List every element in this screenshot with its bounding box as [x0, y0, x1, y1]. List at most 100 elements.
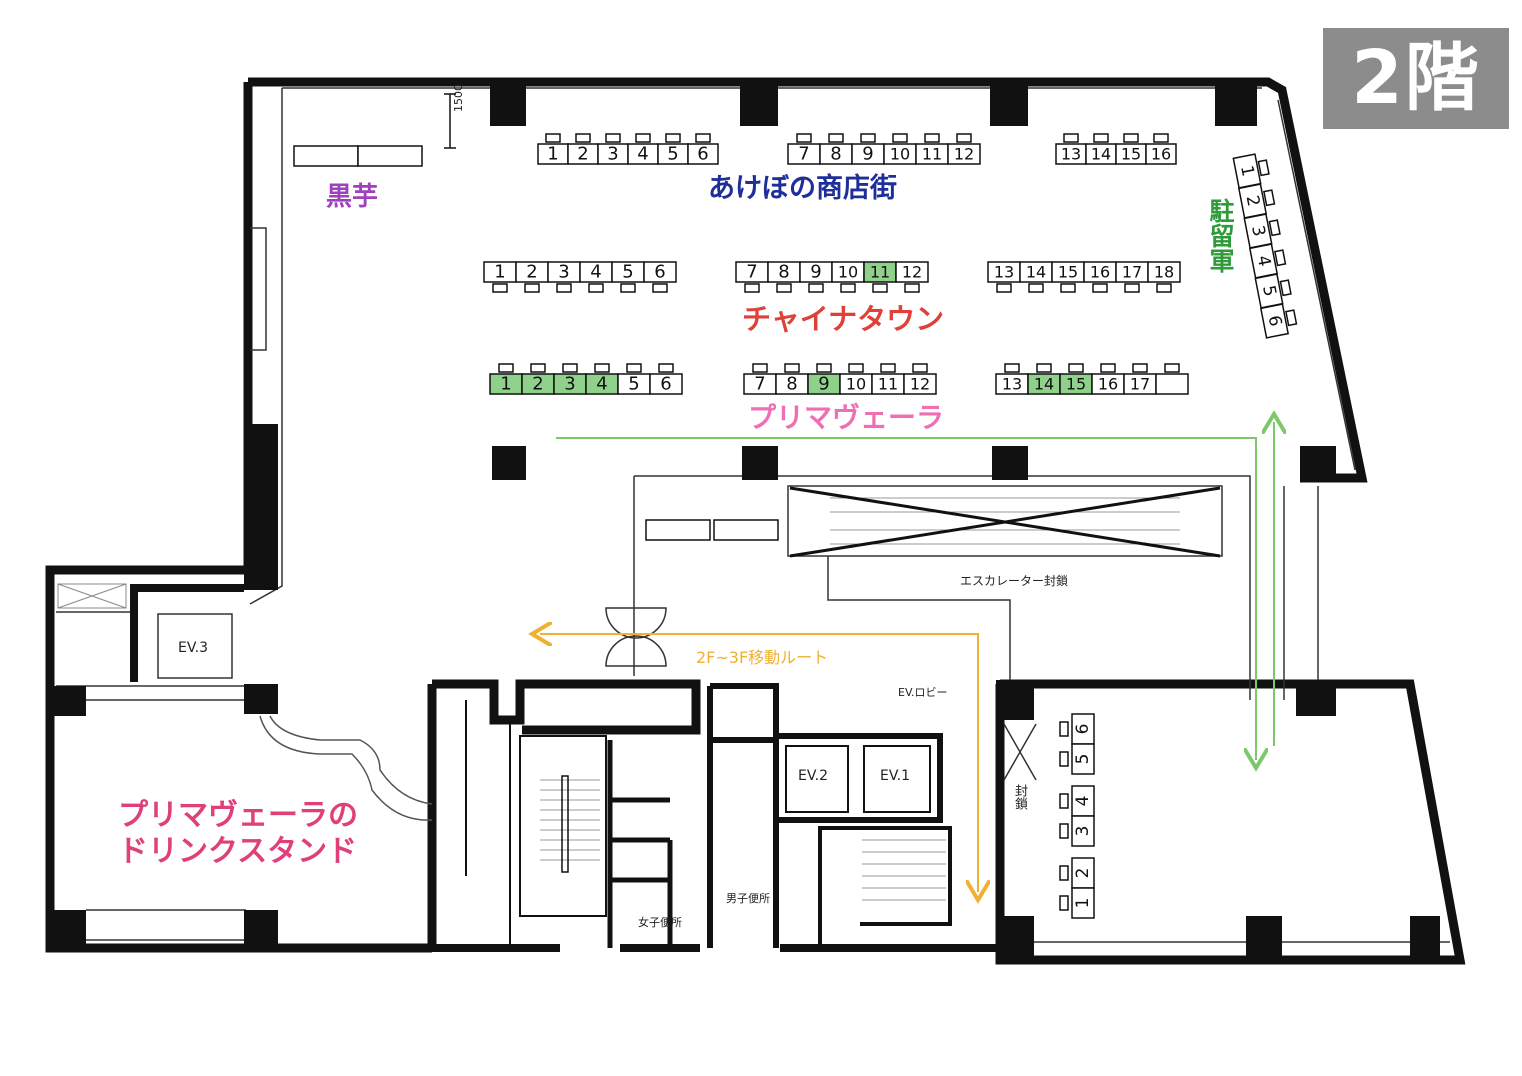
route-2f3f-arrow [540, 634, 979, 890]
chair-top-a-0 [545, 133, 561, 143]
chair-low-b-5 [912, 363, 928, 373]
chair-top-c-3 [1153, 133, 1169, 143]
booth-number: 3 [1073, 826, 1093, 837]
svg-text:6: 6 [1264, 314, 1286, 328]
chair-low-a-4 [626, 363, 642, 373]
zone-churyugun-label: 駐留軍 [1206, 198, 1236, 274]
booth-number: 6 [1073, 724, 1093, 735]
chair-mid-c-5 [1156, 283, 1172, 293]
booth-number: 7 [754, 374, 765, 395]
booth-mid-a-6 [643, 261, 677, 283]
booth-number: 1 [494, 262, 505, 283]
booth-number: 2 [1073, 868, 1093, 879]
chair-top-b-0 [796, 133, 812, 143]
booth-number: 9 [818, 374, 829, 395]
chair-low-b-2 [816, 363, 832, 373]
chair-right-a-1 [1059, 751, 1069, 767]
svg-text:2: 2 [1242, 194, 1264, 208]
booth-number: 12 [910, 375, 930, 394]
booth-number: 7 [798, 144, 809, 165]
booth-number: 11 [922, 145, 942, 164]
closed-door-label: 封鎖 [1012, 784, 1027, 810]
booth-number: 13 [1061, 145, 1081, 164]
chair-low-a-0 [498, 363, 514, 373]
booth-low-b-12 [903, 373, 937, 395]
zone-drink-label-line2: ドリンクスタンド [117, 834, 358, 870]
zone-drink-label-line1: プリマヴェーラの [118, 798, 359, 834]
zone-primavera-label: プリマヴェーラ [747, 401, 945, 435]
booth-number: 5 [622, 262, 633, 283]
chair-low-c-5 [1164, 363, 1180, 373]
svg-text:3: 3 [1247, 224, 1269, 238]
booth-top-c-16 [1145, 143, 1177, 165]
chair-mid-b-1 [776, 283, 792, 293]
booth-number: 4 [1073, 796, 1093, 807]
chair-mid-a-0 [492, 283, 508, 293]
chair-top-a-4 [665, 133, 681, 143]
booth-number: 9 [862, 144, 873, 165]
escalator-closed-label: エスカレーター封鎖 [960, 574, 1069, 588]
chair-low-a-2 [562, 363, 578, 373]
booth-number: 6 [697, 144, 708, 165]
chair-right-b-1 [1059, 823, 1069, 839]
booth-number: 1 [1073, 898, 1093, 909]
booth-number: 3 [607, 144, 618, 165]
ev3-label: EV.3 [178, 640, 208, 656]
booth-number: 16 [1151, 145, 1171, 164]
chair-low-b-4 [880, 363, 896, 373]
booth-number: 12 [902, 263, 922, 282]
booth-right-b-3 [1071, 815, 1095, 847]
booth-number: 11 [870, 263, 890, 282]
chair-mid-b-3 [840, 283, 856, 293]
service-tables [293, 145, 779, 541]
door-swing [605, 607, 1037, 781]
dimension-label: 1500 [452, 84, 465, 112]
booth-number: 16 [1098, 375, 1118, 394]
booth-right-c-1 [1071, 887, 1095, 919]
dimension-mark [444, 93, 456, 149]
chair-low-a-5 [658, 363, 674, 373]
booth-number: 17 [1122, 263, 1142, 282]
chair-top-a-2 [605, 133, 621, 143]
columns [50, 82, 1440, 960]
booth-number: 16 [1090, 263, 1110, 282]
chair-low-b-1 [784, 363, 800, 373]
chair-mid-b-4 [872, 283, 888, 293]
escalator-closed-area [787, 485, 1223, 558]
chair-low-a-1 [530, 363, 546, 373]
booth-number: 1 [547, 144, 558, 165]
zone-chinatown-label: チャイナタウン [741, 302, 945, 337]
booth-number: 12 [954, 145, 974, 164]
chair-top-a-3 [635, 133, 651, 143]
svg-text:4: 4 [1253, 254, 1275, 268]
chair-top-b-5 [956, 133, 972, 143]
chair-low-b-3 [848, 363, 864, 373]
chair-top-c-2 [1123, 133, 1139, 143]
chair-low-c-2 [1068, 363, 1084, 373]
womens-restroom-label: 女子便所 [638, 916, 682, 929]
booth-number: 4 [590, 262, 601, 283]
chair-top-a-1 [575, 133, 591, 143]
mens-restroom-label: 男子便所 [726, 892, 770, 905]
booth-number: 10 [846, 375, 866, 394]
chair-mid-b-0 [744, 283, 760, 293]
chair-top-b-1 [828, 133, 844, 143]
booth-number: 10 [838, 263, 858, 282]
booth-number: 2 [577, 144, 588, 165]
booth-number: 9 [810, 262, 821, 283]
chair-mid-c-1 [1028, 283, 1044, 293]
booth-number: 3 [564, 374, 575, 395]
zone-kuroimo-label: 黒芋 [325, 182, 379, 213]
core-block [427, 679, 1000, 952]
booth-number: 7 [746, 262, 757, 283]
booth-number: 2 [532, 374, 543, 395]
booth-diag-4: 4 [1248, 243, 1287, 279]
booth-number: 8 [830, 144, 841, 165]
route-green-line [556, 437, 1256, 760]
booth-number: 11 [878, 375, 898, 394]
svg-text:5: 5 [1258, 284, 1280, 298]
booth-number: 15 [1058, 263, 1078, 282]
booth-number: 15 [1066, 375, 1086, 394]
chair-top-b-4 [924, 133, 940, 143]
